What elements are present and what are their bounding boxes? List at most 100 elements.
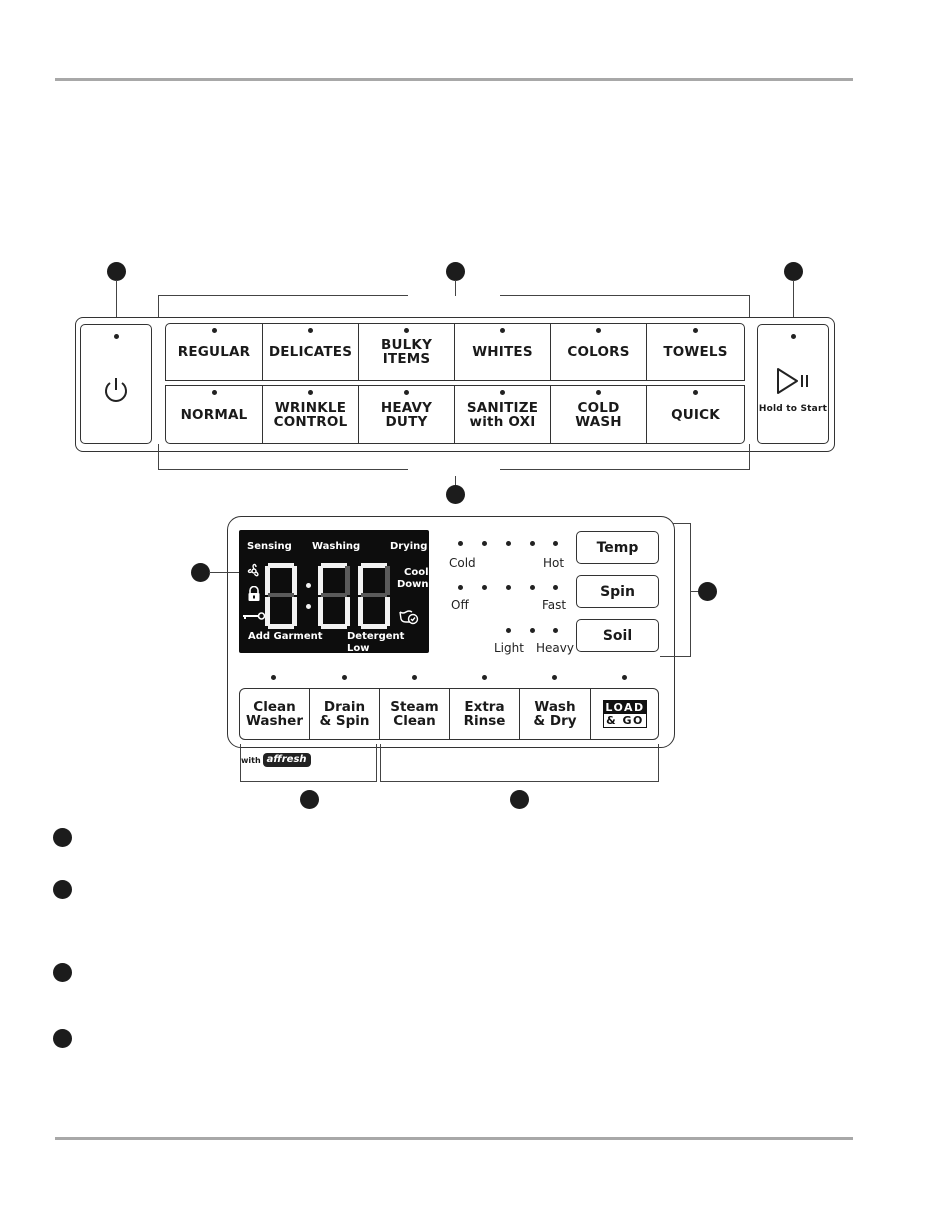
callout-line-cycles-bottom [455, 476, 456, 486]
digit-segment [321, 563, 347, 568]
cycle-label: TOWELS [663, 344, 728, 360]
cycle-led [404, 328, 409, 333]
detergent-icon [399, 610, 419, 625]
cycle-label: COLD WASH [575, 399, 622, 430]
special-cycle-led [622, 675, 627, 680]
spin-button[interactable]: Spin [576, 575, 659, 608]
legend-bullet-3 [53, 963, 72, 982]
digit-segment [361, 563, 387, 568]
cycle-quick-button[interactable]: QUICK [646, 385, 745, 444]
digit-segment [358, 597, 363, 626]
start-pause-button[interactable]: Hold to Start [757, 324, 829, 444]
digit-segment [385, 566, 390, 595]
load-and-go-button[interactable]: LOAD & GO [591, 688, 659, 740]
add-garment-label: Add Garment [248, 631, 323, 642]
soil-led [530, 628, 535, 633]
cycle-label: DELICATES [268, 344, 353, 360]
drying-label: Drying [390, 541, 428, 552]
steam-clean-button[interactable]: Steam Clean [380, 688, 450, 740]
special-cycle-led [412, 675, 417, 680]
top-rule [55, 78, 853, 81]
bracket-top-right [500, 295, 750, 296]
legend-bullet-2 [53, 880, 72, 899]
bracket-bottom-left-tick [158, 444, 159, 470]
bracket-modifiers-right [658, 744, 659, 782]
cycle-bulky-items-button[interactable]: BULKY ITEMS [358, 323, 455, 381]
cycle-led [693, 390, 698, 395]
temp-button[interactable]: Temp [576, 531, 659, 564]
callout-options [698, 582, 717, 601]
cycle-label: WRINKLE CONTROL [273, 399, 348, 430]
wash-dry-button[interactable]: Wash & Dry [520, 688, 591, 740]
cycle-colors-button[interactable]: COLORS [550, 323, 647, 381]
load-and-go-logo: LOAD & GO [603, 700, 647, 728]
power-button[interactable] [80, 324, 152, 444]
temp-led [506, 541, 511, 546]
bracket-bottom-right [500, 469, 750, 470]
callout-line-display [209, 572, 239, 573]
callout-line-options [691, 591, 699, 592]
digit-segment [292, 597, 297, 626]
spin-led [530, 585, 535, 590]
cycle-label: SANITIZE with OXI [466, 399, 539, 430]
digit-segment [345, 566, 350, 595]
cycle-cold-wash-button[interactable]: COLD WASH [550, 385, 647, 444]
cycle-led [211, 390, 217, 395]
clean-washer-button[interactable]: Clean Washer [240, 688, 310, 740]
bracket-modifiers-left [380, 744, 381, 782]
cycle-wrinkle-control-button[interactable]: WRINKLE CONTROL [262, 385, 359, 444]
cycle-regular-button[interactable]: REGULAR [165, 323, 263, 381]
soil-high-label: Heavy [536, 641, 574, 655]
bottom-rule [55, 1137, 853, 1140]
bracket-bottom-right-tick [749, 444, 750, 470]
affresh-badge: with affresh [241, 752, 311, 768]
extra-rinse-button[interactable]: Extra Rinse [450, 688, 520, 740]
cycle-towels-button[interactable]: TOWELS [646, 323, 745, 381]
cycle-delicates-button[interactable]: DELICATES [262, 323, 359, 381]
cycle-sanitize-oxi-button[interactable]: SANITIZE with OXI [454, 385, 551, 444]
spin-led [506, 585, 511, 590]
cycle-normal-button[interactable]: NORMAL [165, 385, 263, 444]
bracket-top-left [158, 295, 408, 296]
colon-dot [306, 583, 311, 588]
callout-cycles-bottom [446, 485, 465, 504]
and-go-label: & GO [604, 714, 646, 727]
digit-segment [345, 597, 350, 626]
special-cycle-led [342, 675, 347, 680]
cycle-led [308, 328, 313, 333]
cycle-heavy-duty-button[interactable]: HEAVY DUTY [358, 385, 455, 444]
cycle-led [596, 390, 601, 395]
key-icon [243, 612, 266, 620]
status-display: Sensing Washing Drying Cool Down Add Gar… [239, 530, 429, 654]
callout-display [191, 563, 210, 582]
drain-spin-button[interactable]: Drain & Spin [310, 688, 380, 740]
bracket-top-right-tick [749, 295, 750, 325]
cycle-label: WHITES [472, 344, 533, 360]
cycle-led [693, 328, 698, 333]
colon-dot [306, 604, 311, 609]
legend-bullet-1 [53, 828, 72, 847]
cool-down-label: Cool Down [397, 567, 429, 590]
cycle-whites-button[interactable]: WHITES [454, 323, 551, 381]
digit-segment [385, 597, 390, 626]
digit-segment [318, 597, 323, 626]
soil-led [506, 628, 511, 633]
fan-icon [247, 563, 259, 577]
affresh-logo: affresh [262, 753, 311, 767]
digit-segment [268, 624, 294, 629]
cycle-led [308, 390, 313, 395]
callout-clean-washer [300, 790, 319, 809]
bracket-modifiers-bottom [380, 781, 659, 782]
spin-high-label: Fast [542, 598, 567, 612]
legend-bullet-4 [53, 1029, 72, 1048]
power-icon [105, 378, 127, 402]
digit-segment [321, 593, 347, 597]
sensing-label: Sensing [247, 541, 292, 552]
spin-led [458, 585, 463, 590]
options-bracket-vertical [690, 523, 691, 657]
digit-segment [358, 566, 363, 595]
soil-button[interactable]: Soil [576, 619, 659, 652]
soil-low-label: Light [494, 641, 524, 655]
bracket-clean-right [376, 744, 377, 782]
digit-segment [268, 593, 294, 597]
